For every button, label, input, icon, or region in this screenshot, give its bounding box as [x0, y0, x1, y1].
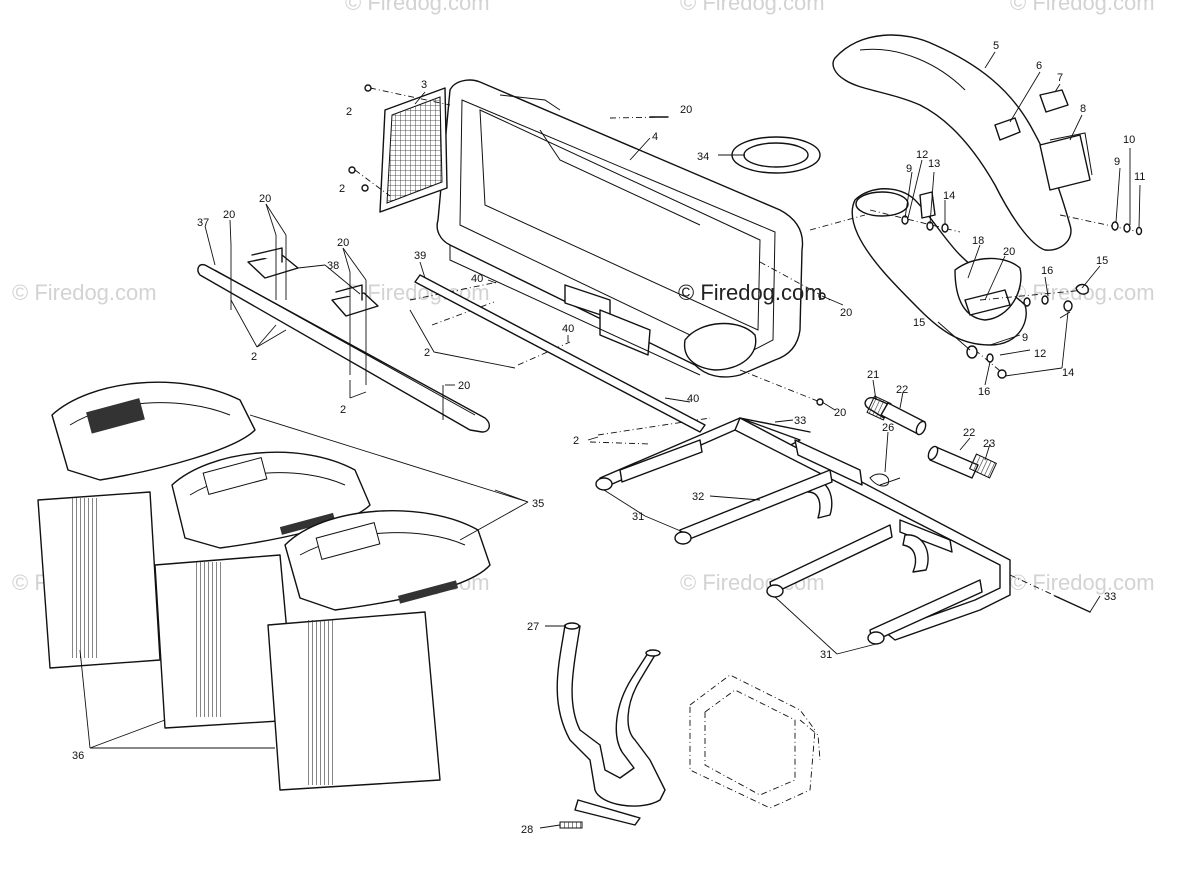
watermark: © Firedog.com [12, 280, 157, 305]
callout-14: 14 [1062, 367, 1074, 379]
callout-40: 40 [687, 393, 699, 405]
chute-hardware [869, 209, 1089, 379]
callout-20: 20 [680, 104, 692, 116]
bag-bin-3 [267, 611, 441, 791]
callout-38: 38 [327, 260, 339, 272]
callout-40: 40 [471, 273, 483, 285]
part-6 [994, 117, 1021, 141]
chute-deflector [851, 188, 1027, 346]
brackets-38 [247, 247, 379, 317]
callout-15: 15 [913, 317, 925, 329]
callout-4: 4 [652, 131, 658, 143]
springs-and-pins [864, 395, 998, 487]
bag-bin-1 [37, 491, 161, 669]
callout-31: 31 [820, 649, 832, 661]
watermark: © Firedog.com [345, 0, 490, 15]
callout-39: 39 [414, 250, 426, 262]
callout-33: 33 [1104, 591, 1116, 603]
callout-12: 12 [916, 149, 928, 161]
bag-lid-3 [284, 510, 491, 611]
discharge-chute [832, 34, 1072, 251]
hardware-right [1059, 214, 1143, 236]
rail-37 [197, 263, 490, 433]
callout-37: 37 [197, 217, 209, 229]
watermark: © Firedog.com [1010, 570, 1155, 595]
part-7 [1039, 89, 1069, 113]
screws-top [348, 84, 826, 406]
callout-20: 20 [1003, 246, 1015, 258]
callout-20: 20 [259, 193, 271, 205]
latch-parts [994, 89, 1093, 191]
callout-28: 28 [521, 824, 533, 836]
callout-21: 21 [867, 369, 879, 381]
callout-9: 9 [1114, 156, 1120, 168]
grass-ring [731, 136, 821, 174]
callout-20: 20 [840, 307, 852, 319]
callout-2: 2 [251, 351, 257, 363]
callout-2: 2 [339, 183, 345, 195]
callout-35: 35 [532, 498, 544, 510]
bag-housing [436, 79, 804, 378]
callout-34: 34 [697, 151, 709, 163]
screen [379, 87, 448, 213]
grass-bags [37, 381, 491, 791]
callout-20: 20 [223, 209, 235, 221]
callout-9: 9 [1022, 332, 1028, 344]
callout-31: 31 [632, 511, 644, 523]
callout-9: 9 [906, 163, 912, 175]
callout-22: 22 [896, 384, 908, 396]
callout-13: 13 [928, 158, 940, 170]
callout-3: 3 [421, 79, 427, 91]
callout-8: 8 [1080, 103, 1086, 115]
callout-20: 20 [458, 380, 470, 392]
callout-5: 5 [993, 40, 999, 52]
callout-18: 18 [972, 235, 984, 247]
callout-2: 2 [340, 404, 346, 416]
callout-23: 23 [983, 438, 995, 450]
watermark-main: © Firedog.com [678, 280, 823, 305]
callout-20: 20 [834, 407, 846, 419]
callout-22: 22 [963, 427, 975, 439]
handle-27 [556, 622, 666, 826]
callout-16: 16 [978, 386, 990, 398]
leader-lines [79, 51, 1141, 829]
callout-40: 40 [562, 323, 574, 335]
callout-16: 16 [1041, 265, 1053, 277]
callout-10: 10 [1123, 134, 1135, 146]
bolts-20 [230, 235, 444, 420]
callout-33: 33 [794, 415, 806, 427]
callout-26: 26 [882, 422, 894, 434]
callout-12: 12 [1034, 348, 1046, 360]
callout-36: 36 [72, 750, 84, 762]
part-8 [1039, 134, 1091, 191]
callout-labels: 2 3 20 4 5 6 7 8 10 9 11 34 2 12 13 9 14… [72, 40, 1145, 836]
callout-6: 6 [1036, 60, 1042, 72]
screw-28 [559, 821, 583, 829]
callout-15: 15 [1096, 255, 1108, 267]
watermark: © Firedog.com [1010, 0, 1155, 15]
callout-2: 2 [346, 106, 352, 118]
callout-14: 14 [943, 190, 955, 202]
callout-11: 11 [1134, 171, 1145, 183]
callout-20: 20 [337, 237, 349, 249]
callout-7: 7 [1057, 72, 1063, 84]
watermark: © Firedog.com [680, 0, 825, 15]
bag-frame [595, 417, 1091, 645]
callout-32: 32 [692, 491, 704, 503]
callout-2: 2 [573, 435, 579, 447]
rail-39 [414, 274, 706, 433]
assembly-lines [354, 87, 866, 445]
mounting-plate-reference [689, 674, 821, 809]
callout-27: 27 [527, 621, 539, 633]
callout-2: 2 [424, 347, 430, 359]
